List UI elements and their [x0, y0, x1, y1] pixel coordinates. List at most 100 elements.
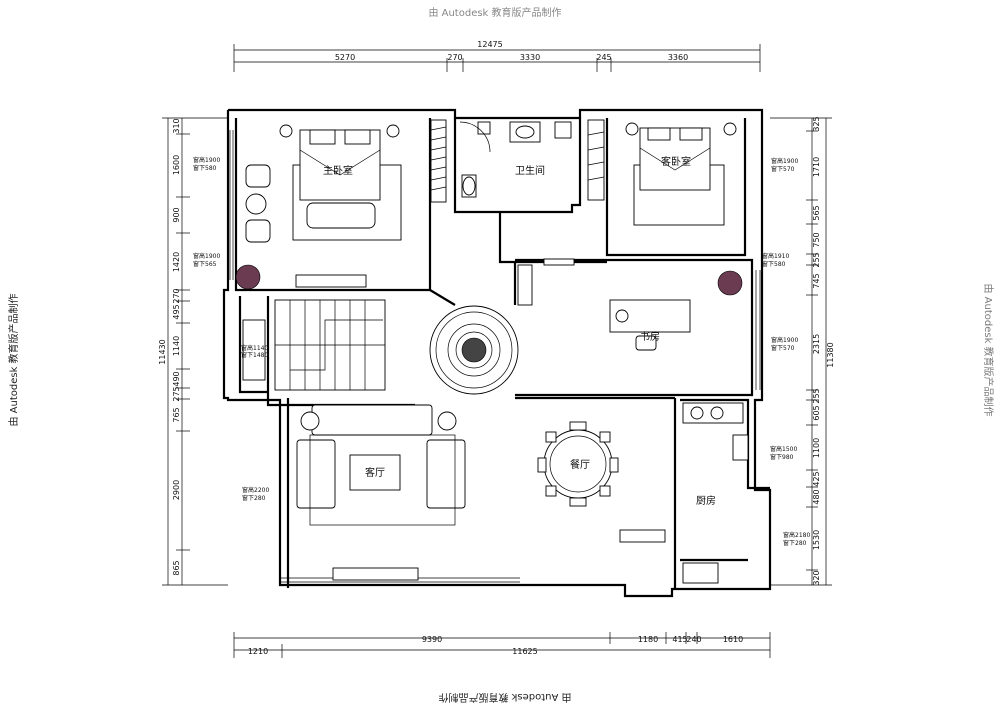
dim-right-13: 1530: [812, 530, 821, 550]
dim-left-7: 1140: [172, 336, 181, 356]
window-note: 窗高2180 窗下280: [783, 531, 810, 547]
dim-right-12: 480: [812, 489, 821, 504]
dim-right-14: 320: [812, 570, 821, 585]
dining-table: [537, 421, 619, 507]
left-dimension-lines: [162, 117, 228, 586]
window-note-8a: 窗高1500: [770, 445, 797, 453]
dim-left-6: 495: [172, 304, 181, 319]
dim-top-2: 270: [447, 53, 462, 62]
room-kitchen: 厨房: [696, 494, 716, 507]
room-bathroom: 卫生间: [515, 164, 545, 177]
floor-medallion: [429, 305, 519, 395]
window-note-7a: 窗高1900: [771, 336, 798, 344]
dim-left-10: 765: [172, 407, 181, 422]
window-note-7b: 窗下570: [771, 344, 795, 352]
staircase: [274, 299, 386, 391]
dim-top-1: 5270: [335, 53, 355, 62]
window-note: 窗高1140 窗下1480: [241, 344, 268, 359]
window-note: 窗高1900 窗下570: [771, 336, 798, 352]
window-note-3a: 窗高1140: [241, 344, 268, 352]
walls: [222, 108, 772, 598]
stair-side-cabinet: [242, 319, 266, 381]
dim-right-8: 255: [812, 388, 821, 403]
top-dimension-lines: [233, 44, 761, 72]
dim-left-2: 1600: [172, 155, 181, 175]
watermark-left: 由 Autodesk 教育版产品制作: [7, 293, 20, 426]
window-note-2a: 窗高1900: [193, 252, 220, 260]
study-cabinet: [517, 258, 575, 306]
room-living-room: 客厅: [365, 466, 385, 479]
window-note-1b: 窗下580: [193, 164, 217, 172]
kitchen-counter: [682, 402, 749, 584]
guest-bed: [625, 122, 737, 226]
master-tv-cabinet: [295, 274, 367, 288]
dim-bottom-7: 11625: [512, 647, 537, 656]
window-note-4b: 窗下280: [242, 494, 266, 502]
room-master-bedroom: 主卧室: [323, 164, 353, 177]
guest-wardrobe: [587, 119, 605, 201]
window-note-6b: 窗下580: [762, 260, 786, 268]
window-note-5a: 窗高1900: [771, 157, 798, 165]
watermark-right: 由 Autodesk 教育版产品制作: [982, 283, 995, 416]
window-note: 窗高1900 窗下580: [193, 156, 220, 172]
dim-right-5: 255: [812, 252, 821, 267]
master-chairs: [245, 164, 271, 243]
window-note: 窗高1500 窗下980: [770, 445, 797, 461]
room-study: 书房: [640, 330, 660, 343]
dim-left-5: 270: [172, 288, 181, 303]
right-dimension-lines: [770, 117, 832, 586]
dim-bottom-4: 240: [686, 635, 701, 644]
dim-right-10: 1100: [812, 438, 821, 458]
dim-right-2: 1710: [812, 157, 821, 177]
dim-top-4: 245: [596, 53, 611, 62]
living-sofa-set: [296, 404, 466, 526]
dim-bottom-6: 1210: [248, 647, 268, 656]
dim-bottom-2: 1180: [638, 635, 658, 644]
living-tv-cabinet: [332, 567, 419, 581]
window-note-5b: 窗下570: [771, 165, 795, 173]
room-guest-bedroom: 客卧室: [661, 155, 691, 168]
dim-left-total: 11430: [158, 339, 167, 364]
dim-bottom-1: 9390: [422, 635, 442, 644]
window-note: 窗高1900 窗下570: [771, 157, 798, 173]
dim-right-total: 11380: [826, 342, 835, 367]
window-note-4a: 窗高2200: [242, 486, 269, 494]
dim-bottom-5: 1610: [723, 635, 743, 644]
dim-right-1: 325: [812, 116, 821, 131]
master-plant: [235, 264, 261, 290]
dim-top-3: 3330: [520, 53, 540, 62]
window-note-3b: 窗下1480: [241, 351, 268, 359]
window-note: 窗高2200 窗下280: [242, 486, 269, 502]
watermark-top: 由 Autodesk 教育版产品制作: [428, 6, 561, 19]
dim-left-4: 1420: [172, 252, 181, 272]
dim-left-3: 900: [172, 207, 181, 222]
dim-left-1: 310: [172, 118, 181, 133]
window-note-2b: 窗下565: [193, 260, 217, 268]
master-bed: [279, 124, 402, 241]
study-plant: [717, 270, 743, 296]
dim-left-11: 2900: [172, 480, 181, 500]
master-wardrobe: [430, 119, 447, 203]
study-desk: [609, 299, 691, 351]
dim-left-9: 275: [172, 386, 181, 401]
dim-right-9: 605: [812, 405, 821, 420]
dim-bottom-3: 415: [672, 635, 687, 644]
bathroom-fixtures: [459, 121, 572, 198]
dim-left-12: 865: [172, 560, 181, 575]
window-note: 窗高1900 窗下565: [193, 252, 220, 268]
dim-right-7: 2315: [812, 334, 821, 354]
window-note-8b: 窗下980: [770, 453, 794, 461]
dim-right-6: 745: [812, 273, 821, 288]
watermark-bottom: 由 Autodesk 教育版产品制作: [438, 691, 571, 704]
window-note-9b: 窗下280: [783, 539, 807, 547]
dim-left-8: 490: [172, 371, 181, 386]
room-dining-room: 餐厅: [570, 458, 590, 471]
dining-sideboard: [619, 529, 666, 543]
window-note-9a: 窗高2180: [783, 531, 810, 539]
bottom-dimension-lines: [233, 632, 771, 658]
dim-right-4: 750: [812, 232, 821, 247]
window-note-1a: 窗高1900: [193, 156, 220, 164]
dim-top-5: 3360: [668, 53, 688, 62]
window-note: 窗高1910 窗下580: [762, 252, 789, 268]
